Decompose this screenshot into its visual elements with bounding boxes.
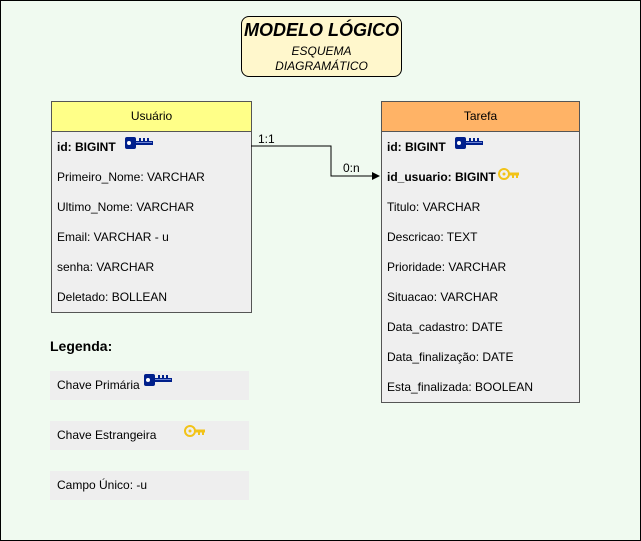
field-label: id_usuario: BIGINT <box>387 170 496 184</box>
field-row[interactable]: id: BIGINT <box>382 132 579 162</box>
source-cardinality-label: 1:1 <box>258 132 275 146</box>
title-box: MODELO LÓGICO ESQUEMA DIAGRAMÁTICO <box>241 16 402 77</box>
field-row[interactable]: Deletado: BOLLEAN <box>52 282 251 312</box>
legend-item-unique-field: Campo Único: -u <box>50 471 249 500</box>
legend-title: Legenda: <box>50 338 113 354</box>
field-label: Descricao: TEXT <box>387 230 478 244</box>
legend-label: Campo Único: -u <box>57 478 148 492</box>
field-row[interactable]: Prioridade: VARCHAR <box>382 252 579 282</box>
field-row[interactable]: Descricao: TEXT <box>382 222 579 252</box>
primary-key-icon <box>454 132 484 162</box>
diagram-title: MODELO LÓGICO <box>244 20 399 40</box>
table-tarefa[interactable]: Tarefa id: BIGINT id_usuario: BIGINT Titul… <box>381 101 580 403</box>
legend-label: Chave Primária <box>57 378 140 392</box>
legend-label: Chave Estrangeira <box>57 428 157 442</box>
field-label: Primeiro_Nome: VARCHAR <box>57 170 205 184</box>
field-row[interactable]: id_usuario: BIGINT <box>382 162 579 192</box>
field-label: Data_cadastro: DATE <box>387 320 503 334</box>
field-row[interactable]: Situacao: VARCHAR <box>382 282 579 312</box>
table-header-tarefa[interactable]: Tarefa <box>382 102 579 132</box>
field-label: Esta_finalizada: BOOLEAN <box>387 380 534 394</box>
target-cardinality-label: 0:n <box>343 161 360 175</box>
field-label: Ultimo_Nome: VARCHAR <box>57 200 195 214</box>
field-label: id: BIGINT <box>57 140 116 154</box>
field-row[interactable]: Data_cadastro: DATE <box>382 312 579 342</box>
field-label: Deletado: BOLLEAN <box>57 290 168 304</box>
field-label: id: BIGINT <box>387 140 446 154</box>
field-label: Situacao: VARCHAR <box>387 290 499 304</box>
foreign-key-icon <box>497 162 520 192</box>
diagram-subtitle: ESQUEMA DIAGRAMÁTICO <box>242 44 401 74</box>
foreign-key-icon <box>183 420 206 449</box>
legend-item-foreign-key: Chave Estrangeira <box>50 421 249 450</box>
field-label: Data_finalização: DATE <box>387 350 514 364</box>
subtitle-line-2: DIAGRAMÁTICO <box>275 59 368 73</box>
field-row[interactable]: Primeiro_Nome: VARCHAR <box>52 162 251 192</box>
primary-key-icon <box>143 370 173 399</box>
table-rows-tarefa: id: BIGINT id_usuario: BIGINT Titulo: VARC… <box>382 132 579 402</box>
primary-key-icon <box>124 132 154 162</box>
table-usuario[interactable]: Usuário id: BIGINT Primeiro_Nome: VARCHAR… <box>51 101 252 313</box>
table-header-usuario[interactable]: Usuário <box>52 102 251 132</box>
relationship-line <box>251 145 380 180</box>
legend-item-primary-key: Chave Primária <box>50 371 249 400</box>
field-row[interactable]: Esta_finalizada: BOOLEAN <box>382 372 579 402</box>
field-label: senha: VARCHAR <box>57 260 155 274</box>
field-label: Prioridade: VARCHAR <box>387 260 507 274</box>
field-row[interactable]: Ultimo_Nome: VARCHAR <box>52 192 251 222</box>
field-label: Email: VARCHAR - u <box>57 230 169 244</box>
field-label: Titulo: VARCHAR <box>387 200 481 214</box>
subtitle-line-1: ESQUEMA <box>291 44 352 58</box>
field-row[interactable]: Email: VARCHAR - u <box>52 222 251 252</box>
table-rows-usuario: id: BIGINT Primeiro_Nome: VARCHAR Ultimo_N… <box>52 132 251 312</box>
field-row[interactable]: senha: VARCHAR <box>52 252 251 282</box>
field-row[interactable]: Data_finalização: DATE <box>382 342 579 372</box>
field-row[interactable]: id: BIGINT <box>52 132 251 162</box>
field-row[interactable]: Titulo: VARCHAR <box>382 192 579 222</box>
